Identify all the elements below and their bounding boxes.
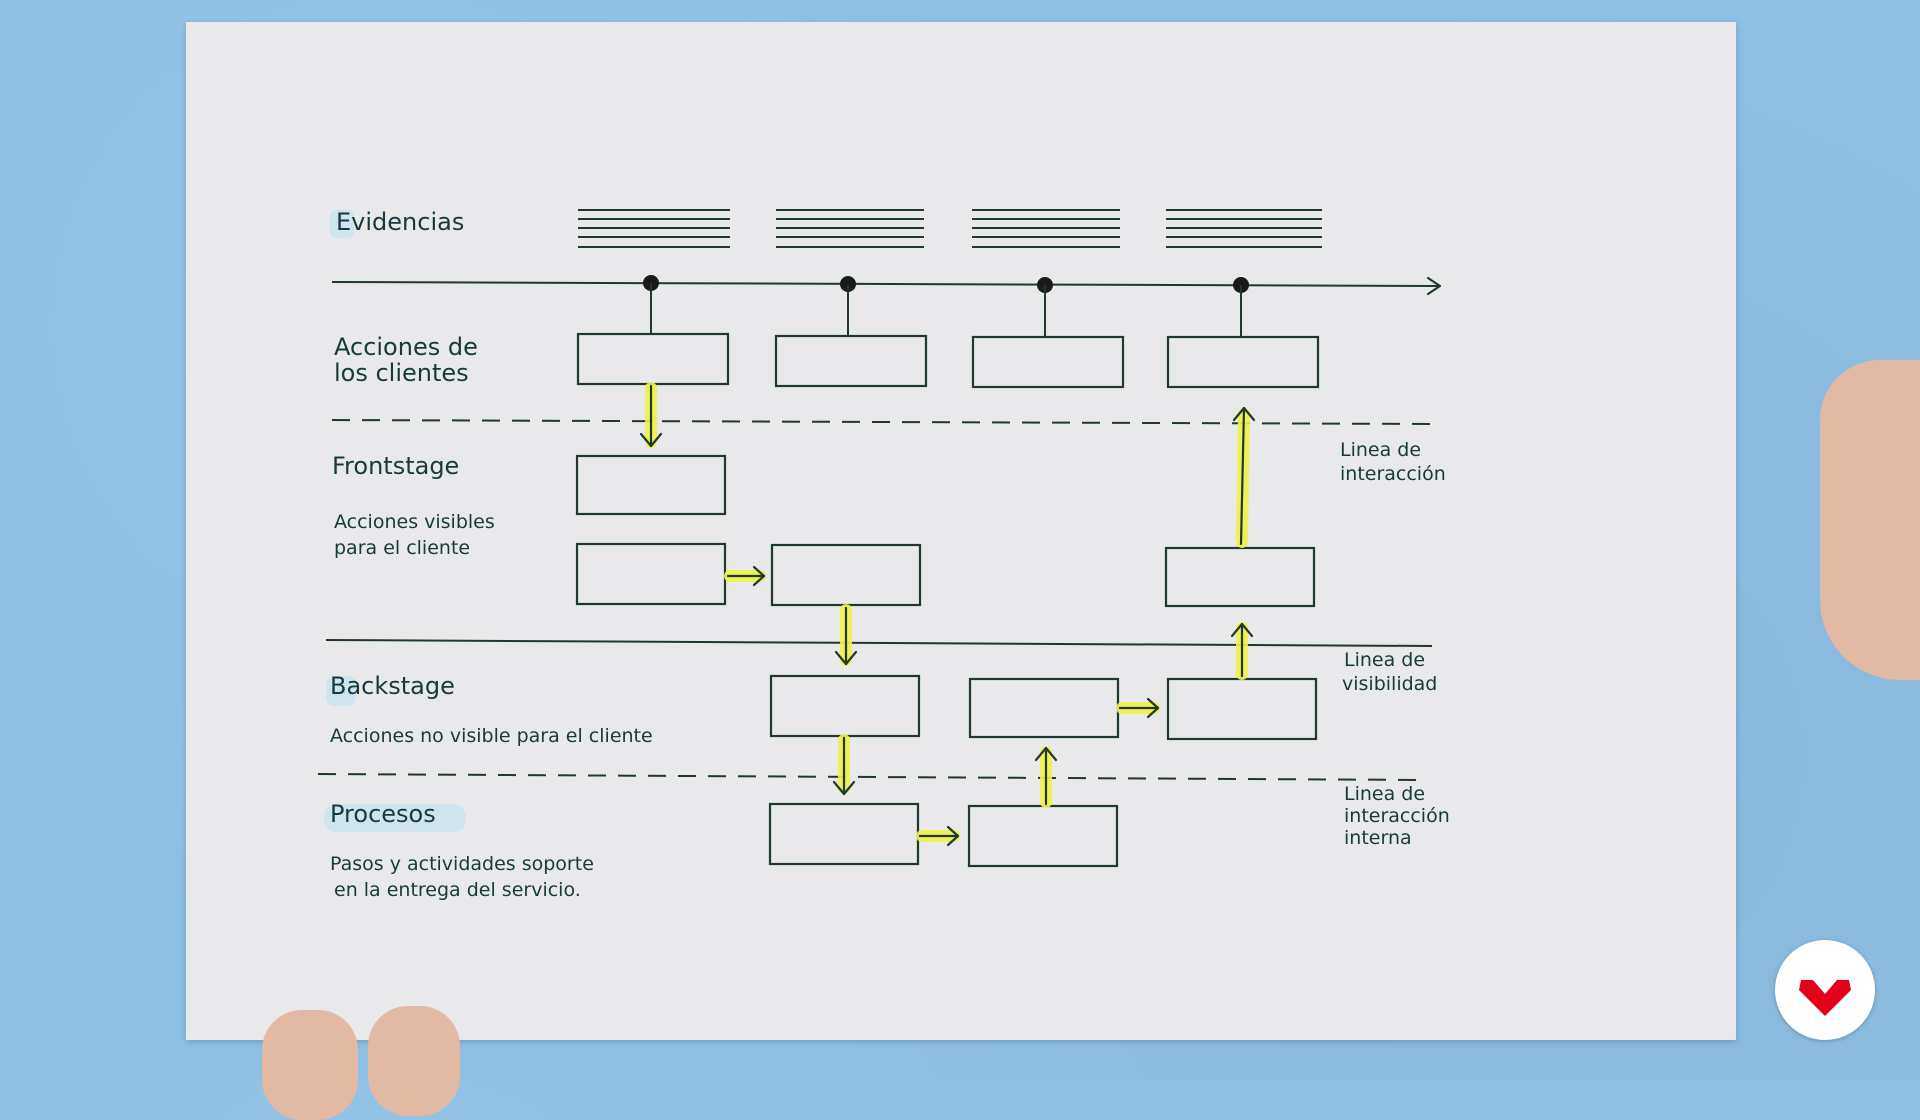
label-linea-interaccion-line1: Linea de	[1340, 439, 1421, 461]
backstage-highlight	[326, 676, 356, 706]
frontstage-box-2	[575, 542, 727, 606]
label-evidencias: Evidencias	[336, 208, 464, 236]
arrow-backstage3-to-frontstage4	[1230, 622, 1254, 680]
evidence-lines-1	[578, 209, 730, 248]
evidencias-highlight	[330, 210, 354, 238]
thumb-left	[262, 1010, 358, 1120]
procesos-highlight	[324, 804, 466, 832]
customer-action-box-2	[774, 334, 928, 388]
backstage-box-2	[968, 677, 1120, 739]
arrow-customer1-to-frontstage1	[639, 382, 663, 448]
label-linea-interna-line3: interna	[1344, 827, 1412, 849]
process-box-1	[768, 802, 920, 866]
arrow-backstage1-to-process1	[832, 734, 856, 796]
arrow-frontstage4-to-customer4	[1232, 406, 1256, 548]
frontstage-box-1	[575, 454, 727, 516]
label-linea-interna-line2: interacción	[1344, 805, 1450, 827]
hand-right	[1820, 360, 1920, 680]
arrow-frontstage3-to-backstage1	[834, 604, 858, 666]
label-linea-interaccion-line2: interacción	[1340, 463, 1446, 485]
line-of-internal-interaction	[317, 773, 1427, 781]
customer-action-box-1	[576, 332, 730, 386]
line-of-interaction	[331, 419, 1437, 425]
arrow-backstage2-to-backstage3	[1116, 697, 1160, 719]
label-procesos-desc-line2: en la entrega del servicio.	[334, 879, 581, 901]
label-acciones-clientes-line1: Acciones de	[334, 333, 478, 361]
customer-action-box-4	[1166, 335, 1320, 389]
label-linea-visibilidad-line1: Linea de	[1344, 649, 1425, 671]
label-frontstage-desc-line1: Acciones visibles	[334, 511, 495, 533]
customer-action-box-3	[971, 335, 1125, 389]
label-backstage: Backstage	[330, 672, 455, 700]
paper-sheet: Evidencias Acciones de los clientes Fron…	[186, 22, 1736, 1040]
label-frontstage: Frontstage	[332, 452, 459, 480]
service-blueprint-diagram: Evidencias Acciones de los clientes Fron…	[317, 208, 1450, 901]
label-linea-visibilidad-line2: visibilidad	[1342, 673, 1437, 695]
arrow-process2-to-backstage2	[1034, 746, 1058, 808]
label-frontstage-desc-line2: para el cliente	[334, 537, 470, 559]
backstage-box-3	[1166, 677, 1318, 741]
process-box-2	[967, 804, 1119, 868]
evidence-lines-3	[972, 209, 1120, 248]
thumb-right	[368, 1006, 460, 1116]
timeline-arrow	[331, 276, 1442, 296]
label-procesos: Procesos	[330, 800, 436, 828]
evidence-lines-4	[1166, 209, 1322, 248]
brand-logo-icon	[1799, 980, 1851, 1016]
evidence-lines-2	[776, 209, 924, 248]
label-linea-interna-line1: Linea de	[1344, 783, 1425, 805]
label-procesos-desc-line1: Pasos y actividades soporte	[330, 853, 594, 875]
line-of-visibility	[325, 639, 1433, 647]
arrow-frontstage2-to-frontstage3	[724, 565, 766, 587]
arrow-process1-to-process2	[916, 825, 960, 847]
frontstage-box-3	[770, 543, 922, 607]
frontstage-box-4	[1164, 546, 1316, 608]
label-acciones-clientes-line2: los clientes	[334, 359, 469, 387]
label-backstage-desc: Acciones no visible para el cliente	[330, 725, 653, 747]
brand-logo	[1775, 940, 1875, 1040]
backstage-box-1	[769, 674, 921, 738]
